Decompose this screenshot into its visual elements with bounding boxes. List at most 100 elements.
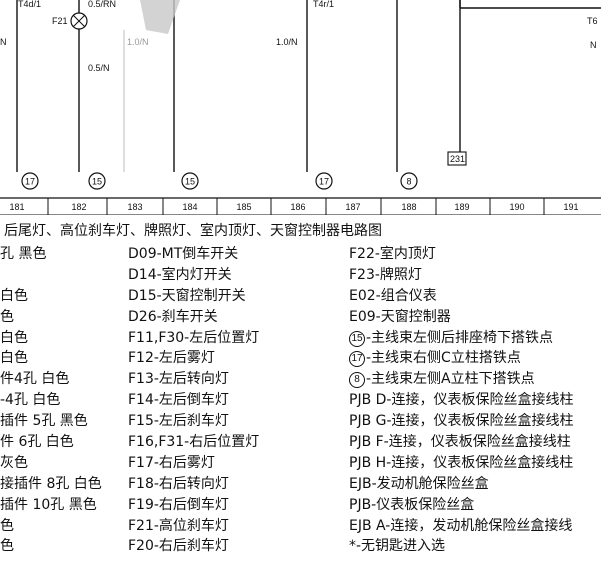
- legend-entry: F15-左后刹车灯: [128, 413, 229, 430]
- legend-entry: 15-主线束左侧后排座椅下搭铁点: [349, 328, 574, 349]
- legend-entry: EJB A-连接，发动机舱保险丝盒接线: [349, 516, 574, 537]
- legend-entry-text: PJB F-连接，仪表板保险丝盒接线柱: [349, 434, 571, 451]
- ruler-cell-number: 186: [290, 202, 305, 212]
- legend-entry: D14-室内灯开关: [128, 266, 232, 283]
- legend-entry: 插件 10孔 黑色: [0, 496, 97, 513]
- legend-entry: F21-高位刹车灯: [128, 517, 229, 534]
- legend-entry: 灰色: [0, 454, 28, 471]
- legend-entry-text: PJB D-连接，仪表板保险丝盒接线柱: [349, 392, 574, 409]
- legend-entry-text: F22-室内顶灯: [349, 246, 436, 262]
- legend-column-2: D09-MT倒车开关 D14-室内灯开关 D15-天窗控制开关 D26-刹车开关 F11…: [128, 244, 259, 557]
- legend-entry-text: F23-牌照灯: [349, 266, 422, 283]
- legend-column-1: 孔 黑色 白色色 白色 白色件4孔 白色-4孔 白色插件 5孔 黑色件 6孔 白…: [0, 244, 102, 557]
- legend-entry: 接插件 8孔 白色: [0, 475, 102, 492]
- legend-entry: PJB H-连接，仪表板保险丝盒接线柱: [349, 453, 574, 474]
- legend-entry: F18-右后转向灯: [128, 475, 229, 492]
- ground-badge: 15: [349, 330, 365, 347]
- ground-number: 8: [407, 177, 412, 187]
- ground-symbol: [400, 172, 418, 190]
- ground-symbol: [181, 172, 199, 190]
- legend-entry: E02-组合仪表: [349, 286, 574, 307]
- legend-entry: 白色: [0, 287, 28, 304]
- legend-entry: F14-左后倒车灯: [128, 392, 229, 409]
- legend-entry: PJB D-连接，仪表板保险丝盒接线柱: [349, 390, 574, 411]
- legend-entry: 白色: [0, 350, 28, 367]
- wire-label: 0.5/N: [88, 63, 110, 73]
- legend-entry: -4孔 白色: [0, 392, 61, 409]
- wire-label: N: [590, 40, 597, 50]
- legend-entry: *-无钥匙进入选: [349, 536, 574, 557]
- legend-entry: EJB-发动机舱保险丝盒: [349, 474, 574, 495]
- legend-entry: F22-室内顶灯: [349, 244, 574, 265]
- ground-symbol: [315, 172, 333, 190]
- ruler-cell-number: 183: [127, 202, 142, 212]
- ground-number: 17: [25, 177, 35, 187]
- legend-entry-text: EJB A-连接，发动机舱保险丝盒接线: [349, 517, 573, 534]
- wire-label: 1.0/N: [276, 37, 298, 47]
- legend-entry: F13-左后转向灯: [128, 371, 229, 388]
- ruler-cell-number: 188: [401, 202, 416, 212]
- legend-entry: D09-MT倒车开关: [128, 246, 239, 262]
- legend-entry: F23-牌照灯: [349, 265, 574, 286]
- legend-entry: 件4孔 白色: [0, 371, 70, 388]
- wire-label: 0.5/RN: [88, 0, 116, 9]
- legend-entry: 插件 5孔 黑色: [0, 413, 88, 430]
- legend-entry: [0, 265, 102, 286]
- wiring-diagram: 231 T4d/1 F21 0.5/RN N 1.0/N 1.0/N 0.5/N…: [0, 0, 601, 215]
- ground-number: 15: [92, 177, 102, 187]
- wire-label: T4r/1: [313, 0, 334, 9]
- legend-entry: F19-右后倒车灯: [128, 496, 229, 513]
- legend-entry: D26-刹车开关: [128, 308, 218, 325]
- legend-entry-text: E09-天窗控制器: [349, 308, 451, 325]
- ruler-cell-number: 190: [509, 202, 524, 212]
- legend-entry-text: E02-组合仪表: [349, 287, 437, 304]
- ground-number: 17: [319, 177, 329, 187]
- ruler-cell-number: 184: [182, 202, 197, 212]
- legend-entry: 白色: [0, 329, 28, 346]
- legend-entry: F20-右后刹车灯: [128, 538, 229, 555]
- connector-box-label: 231: [450, 154, 465, 164]
- legend-entry-text: -主线束右侧C立柱搭铁点: [366, 350, 521, 367]
- legend-entry: 色: [0, 538, 14, 555]
- legend-entry-text: PJB G-连接，仪表板保险丝盒接线柱: [349, 413, 574, 430]
- diagram-caption: 后尾灯、高位刹车灯、牌照灯、室内顶灯、天窗控制器电路图: [4, 223, 382, 239]
- ruler-cell-number: 181: [9, 202, 24, 212]
- legend-entry-text: PJB H-连接，仪表板保险丝盒接线柱: [349, 454, 574, 471]
- legend-entry: 件 6孔 白色: [0, 434, 74, 451]
- legend-entry: PJB F-连接，仪表板保险丝盒接线柱: [349, 432, 574, 453]
- legend-entry: 17-主线束右侧C立柱搭铁点: [349, 348, 574, 369]
- legend-entry: 8-主线束左侧A立柱下搭铁点: [349, 369, 574, 390]
- legend-entry: 色: [0, 517, 14, 534]
- legend-entry-text: EJB-发动机舱保险丝盒: [349, 475, 489, 492]
- ruler-cell-number: 185: [236, 202, 251, 212]
- legend-entry: E09-天窗控制器: [349, 307, 574, 328]
- ruler-cell-number: 191: [563, 202, 578, 212]
- ground-badge: 8: [349, 372, 365, 389]
- legend-entry-text: -主线束左侧A立柱下搭铁点: [366, 371, 535, 388]
- legend-entry: F17-右后雾灯: [128, 454, 215, 471]
- lamp-f21-symbol: [70, 12, 88, 30]
- ground-badge: 17: [349, 351, 365, 368]
- ground-number: 15: [185, 177, 195, 187]
- lamp-label: F21: [52, 16, 68, 26]
- wire-label: T4d/1: [18, 0, 41, 9]
- legend-entry: 孔 黑色: [0, 246, 47, 262]
- legend-entry: D15-天窗控制开关: [128, 287, 246, 304]
- wire-label: 1.0/N: [127, 37, 149, 47]
- connector-box: [447, 151, 467, 166]
- ruler-cell-number: 187: [345, 202, 360, 212]
- watermark-mark: [140, 0, 180, 34]
- legend-entry: F16,F31-右后位置灯: [128, 434, 260, 451]
- wire-label: N: [0, 37, 7, 47]
- legend-entry-text: PJB-仪表板保险丝盒: [349, 496, 475, 513]
- legend-entry: F12-左后雾灯: [128, 350, 215, 367]
- wire-label: T6: [587, 16, 598, 26]
- legend-entry-text: *-无钥匙进入选: [349, 538, 446, 555]
- ground-symbol: [88, 172, 106, 190]
- ruler-cell-number: 189: [454, 202, 469, 212]
- legend-entry: F11,F30-左后位置灯: [128, 329, 260, 346]
- legend-entry: 色: [0, 308, 14, 325]
- legend-entry: PJB-仪表板保险丝盒: [349, 495, 574, 516]
- ruler-cell-number: 182: [71, 202, 86, 212]
